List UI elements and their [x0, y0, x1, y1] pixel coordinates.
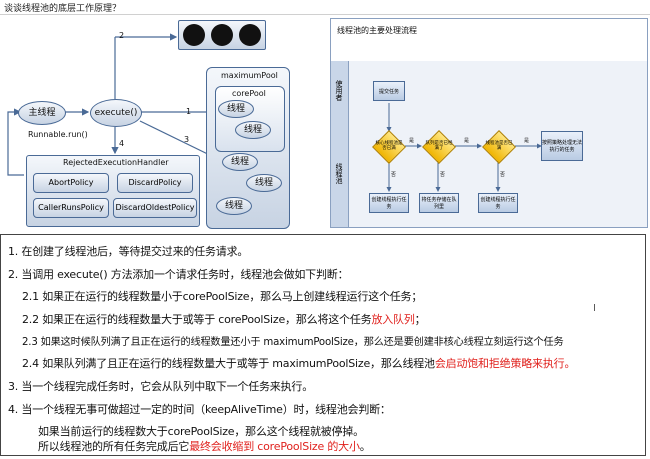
caller-runs-policy: CallerRunsPolicy: [33, 198, 109, 218]
lane-user-label: 使用者: [331, 61, 349, 119]
flowchart-title: 线程池的主要处理流程: [337, 26, 417, 35]
discard-oldest-policy: DiscardOldestPolicy: [113, 198, 197, 218]
arrow-label-3: 3: [184, 135, 190, 144]
no-label-1: 否: [391, 172, 397, 178]
create-core-thread-box: 创建线程执行任务: [369, 193, 409, 213]
non-core-thread-2: 线程: [246, 174, 282, 192]
line-4-2-end: 。: [359, 440, 371, 453]
line-2-2-end: ；: [414, 313, 426, 326]
text-cursor: I: [593, 303, 596, 314]
flow-connectors: [386, 103, 542, 192]
core-pool-label: corePool: [232, 89, 266, 98]
line-4-2-text: 所以线程池的所有任务完成后它: [38, 440, 190, 453]
runnable-run-label: Runnable.run(): [28, 130, 88, 139]
page-header: 谈谈线程池的底层工作原理？: [0, 0, 650, 15]
line-4-2: 所以线程池的所有任务完成后它最终会收缩到 corePoolSize 的大小。: [38, 438, 371, 454]
arrow-label-1: 1: [186, 107, 192, 116]
line-2-2: 2.2 如果正在运行的线程数量大于或等于 corePoolSize，那么将这个任…: [22, 311, 426, 327]
line-2-2-highlight: 放入队列: [371, 313, 415, 326]
line-2-4-text: 2.4 如果队列满了且正在运行的线程数量大于或等于 maximumPoolSiz…: [22, 357, 435, 370]
non-core-thread-3: 线程: [216, 197, 252, 215]
rejected-execution-handler: RejectedExecutionHandler AbortPolicy Dis…: [26, 155, 200, 227]
main-thread-node: 主线程: [18, 101, 66, 125]
line-4-2-highlight: 最终会收缩到 corePoolSize 的大小: [189, 440, 360, 453]
execute-node: execute(): [90, 99, 142, 127]
explanation-panel: 1. 在创建了线程池后，等待提交过来的任务请求。 2. 当调用 execute(…: [0, 234, 646, 456]
line-2-3: 2.3 如果这时候队列满了且正在运行的线程数量还小于 maximumPoolSi…: [22, 337, 564, 348]
line-2-2-text: 2.2 如果正在运行的线程数量大于或等于 corePoolSize，那么将这个任…: [22, 313, 372, 326]
decision-pool-full-text: 线程池是否已满: [485, 141, 513, 151]
lane-pool-label: 线程池: [331, 119, 349, 227]
rejected-handler-label: RejectedExecutionHandler: [63, 158, 169, 167]
abort-policy: AbortPolicy: [33, 173, 109, 193]
discard-policy: DiscardPolicy: [117, 173, 193, 193]
non-core-thread-1: 线程: [222, 153, 258, 171]
yes-label-1: 是: [409, 138, 415, 144]
create-thread-box: 创建线程执行任务: [478, 193, 518, 213]
enqueue-task-box: 将任务存储在队列里: [419, 193, 459, 213]
flowchart-title-bar: 线程池的主要处理流程: [331, 19, 647, 62]
queued-task-1: [183, 24, 205, 46]
line-3: 3. 当一个线程完成任务时，它会从队列中取下一个任务来执行。: [8, 380, 313, 393]
queue-slots: [183, 24, 261, 46]
core-thread-1: 线程: [218, 100, 254, 118]
submit-task-box: 提交任务: [373, 81, 405, 101]
reject-policy-box: 按照策略处理无法执行的任务: [541, 131, 583, 161]
line-4: 4. 当一个线程无事可做超过一定的时间（keepAliveTime）时，线程池会…: [8, 403, 391, 416]
line-1: 1. 在创建了线程池后，等待提交过来的任务请求。: [8, 245, 249, 258]
core-thread-2: 线程: [235, 121, 271, 139]
line-4-1: 如果当前运行的线程数大于corePoolSize，那么这个线程就被停掉。: [38, 425, 364, 438]
line-2-4: 2.4 如果队列满了且正在运行的线程数量大于或等于 maximumPoolSiz…: [22, 355, 575, 371]
yes-label-3: 是: [524, 138, 530, 144]
task-queue: [178, 20, 266, 50]
maximum-pool-label: maximumPool: [221, 71, 278, 80]
queued-task-3: [239, 24, 261, 46]
arrow-label-4: 4: [119, 139, 125, 148]
decision-core-full-text: 核心线程池是否已满: [375, 141, 403, 151]
line-2: 2. 当调用 execute() 方法添加一个请求任务时，线程池会做如下判断：: [8, 268, 349, 281]
thread-pool-flowchart: 线程池的主要处理流程 使用者 线程池 提交任务 核心线程池是否已满 队列是否已经…: [330, 18, 648, 228]
queued-task-2: [211, 24, 233, 46]
arrow-label-2: 2: [119, 31, 125, 40]
yes-label-2: 是: [464, 138, 470, 144]
page-title: 谈谈线程池的底层工作原理？: [4, 4, 122, 14]
thread-pool-architecture-diagram: 主线程 Runnable.run() execute() 2 1 3 4 max…: [0, 15, 310, 230]
line-2-1: 2.1 如果正在运行的线程数量小于corePoolSize，那么马上创建线程运行…: [22, 290, 423, 303]
no-label-3: 否: [500, 172, 506, 178]
diagram-connectors: [7, 33, 224, 176]
decision-queue-full-text: 队列是否已经满了: [425, 141, 453, 151]
core-pool: corePool: [215, 86, 285, 152]
line-2-4-highlight: 会启动饱和拒绝策略来执行。: [434, 357, 576, 370]
no-label-2: 否: [440, 172, 446, 178]
